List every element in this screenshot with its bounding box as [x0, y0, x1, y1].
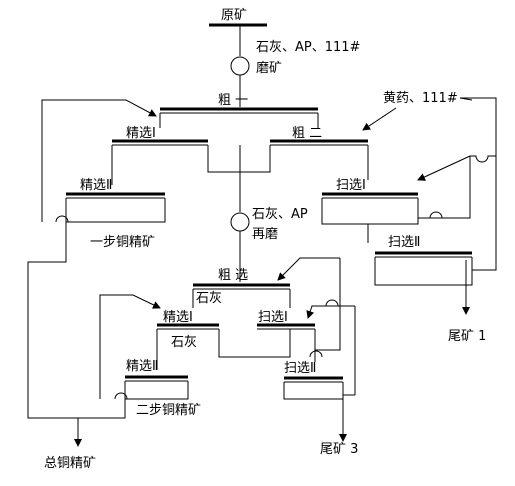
feed-node: 原矿	[209, 8, 267, 27]
stage1-scavenger1-cell	[321, 198, 419, 225]
stage2-cleaner2-cell	[124, 381, 189, 400]
s1-recycle-top	[459, 97, 497, 156]
s1-froth-loop	[418, 155, 496, 219]
cross-loop-a	[55, 215, 69, 223]
cleaner1-tail-link	[207, 145, 271, 173]
stage2-scavenger2-cell	[283, 382, 344, 400]
c2-recycle-line	[41, 99, 157, 222]
stage1-scav-reagents: 黄药、111#	[383, 91, 458, 106]
grind1-label: 磨矿	[256, 61, 282, 76]
regrind-label: 再磨	[252, 227, 278, 242]
c1-conc-line	[27, 222, 78, 419]
stage1-scavenger2-cell	[374, 257, 473, 286]
s2-recycle-to-rougher	[277, 257, 340, 281]
cross-loop-b	[429, 211, 443, 219]
stage2-scavenger2-label: 扫选Ⅱ	[284, 361, 316, 376]
stage1-tailings-label: 尾矿 1	[448, 329, 486, 344]
regrind-node	[230, 212, 250, 232]
regrind-reagents: 石灰、AP	[252, 207, 308, 222]
c2-conc-line	[78, 399, 126, 419]
stage1-scavenger1-label: 扫选Ⅰ	[336, 178, 366, 193]
stage2-tailings-label: 尾矿 3	[320, 442, 358, 457]
stage2-rougher-label: 粗 选	[218, 268, 248, 283]
s2c2-recycle	[99, 294, 161, 399]
s2c1-tail-link	[218, 329, 291, 358]
s1-recycle-arrow	[417, 155, 471, 181]
total-concentrate-label: 总铜精矿	[44, 456, 96, 471]
grinding-node	[230, 56, 250, 76]
stage2-cleaner2-label: 精选Ⅱ	[126, 359, 158, 374]
cross-loop-c	[325, 299, 339, 307]
stage2-concentrate-label: 二步铜精矿	[136, 403, 201, 418]
grind1-reagents: 石灰、AP、111#	[256, 40, 360, 55]
s2-scav-arrow	[306, 305, 355, 319]
reagent-arrow-rougher2	[362, 107, 397, 131]
stage2-cleaner1-label: 精选Ⅰ	[163, 310, 193, 325]
cross-loop-e	[309, 350, 323, 358]
stage1-cleaner1-label: 精选Ⅰ	[126, 126, 156, 141]
stage1-cleaner2-cell	[65, 198, 166, 223]
stage1-rougher-label: 粗 一	[218, 93, 248, 108]
feed-label: 原矿	[221, 8, 247, 23]
stage1-cleaner2-label: 精选Ⅱ	[80, 178, 112, 193]
stage2-lime-a: 石灰	[196, 291, 222, 306]
cross-loop-d	[114, 392, 128, 400]
stage1-rougher2-label: 粗 二	[292, 126, 322, 141]
s2-froth-return	[472, 156, 497, 271]
stage1-concentrate-label: 一步铜精矿	[90, 235, 155, 250]
stage2-scavenger1-label: 扫选Ⅰ	[258, 310, 288, 325]
stage2-lime-b: 石灰	[171, 335, 197, 350]
stage1-scavenger2-label: 扫选Ⅱ	[388, 235, 420, 250]
s2-recycle-side	[315, 258, 341, 351]
